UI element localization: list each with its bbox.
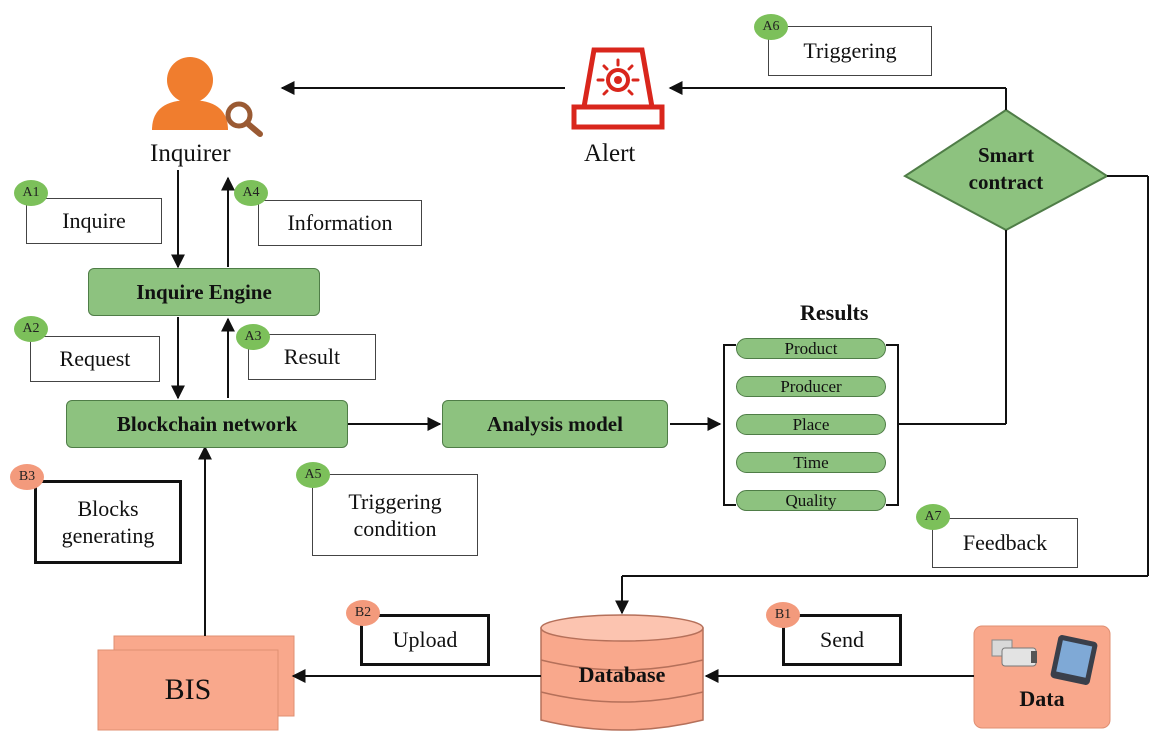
- step-a1-badge: A1: [14, 180, 48, 206]
- smart-contract-line1: Smart: [978, 143, 1034, 167]
- analysis-model-node: Analysis model: [442, 400, 668, 448]
- step-b1-badge: B1: [766, 602, 800, 628]
- database-label: Database: [578, 662, 666, 687]
- step-a3-badge: A3: [236, 324, 270, 350]
- step-a1-label: Inquire: [26, 198, 162, 244]
- step-b3-line2: generating: [61, 523, 155, 548]
- result-item-product: Product: [736, 338, 886, 359]
- step-b1-label: Send: [782, 614, 902, 666]
- result-item-place: Place: [736, 414, 886, 435]
- step-a4-badge: A4: [234, 180, 268, 206]
- database-cylinder: [540, 614, 704, 731]
- step-a5-badge: A5: [296, 462, 330, 488]
- step-a5-line1: Triggering: [348, 488, 442, 514]
- step-a2-badge: A2: [14, 316, 48, 342]
- inquirer-person-icon: [152, 57, 228, 130]
- step-b2-label: Upload: [360, 614, 490, 666]
- inquire-engine-node: Inquire Engine: [88, 268, 320, 316]
- step-a7-badge: A7: [916, 504, 950, 530]
- step-a6-label: Triggering: [768, 26, 932, 76]
- step-b2-badge: B2: [346, 600, 380, 626]
- data-label: Data: [1019, 686, 1065, 711]
- smart-contract-line2: contract: [968, 170, 1044, 195]
- smart-contract-label: Smart contract: [905, 142, 1107, 197]
- step-a4-label: Information: [258, 200, 422, 246]
- step-a2-label: Request: [30, 336, 160, 382]
- connectors: [171, 81, 1149, 683]
- step-a7-label: Feedback: [932, 518, 1078, 568]
- step-a3-label: Result: [248, 334, 376, 380]
- result-item-quality: Quality: [736, 490, 886, 511]
- camera-icon: [991, 639, 1037, 667]
- bis-label: BIS: [164, 673, 212, 706]
- alert-siren-icon: [571, 47, 665, 130]
- alert-label: Alert: [584, 140, 636, 167]
- blockchain-network-node: Blockchain network: [66, 400, 348, 448]
- result-item-time: Time: [736, 452, 886, 473]
- step-a5-line2: condition: [353, 516, 437, 541]
- magnifier-icon: [225, 101, 263, 137]
- inquirer-label: Inquirer: [150, 140, 231, 167]
- step-b3-badge: B3: [10, 464, 44, 490]
- step-b3-line1: Blocks: [77, 495, 139, 521]
- step-a5-label: Triggering condition: [312, 474, 478, 556]
- result-item-producer: Producer: [736, 376, 886, 397]
- bis-stack: [97, 635, 295, 731]
- results-title: Results: [800, 300, 869, 325]
- tablet-icon: [1050, 635, 1098, 685]
- step-b3-label: Blocks generating: [34, 480, 182, 564]
- step-a6-badge: A6: [754, 14, 788, 40]
